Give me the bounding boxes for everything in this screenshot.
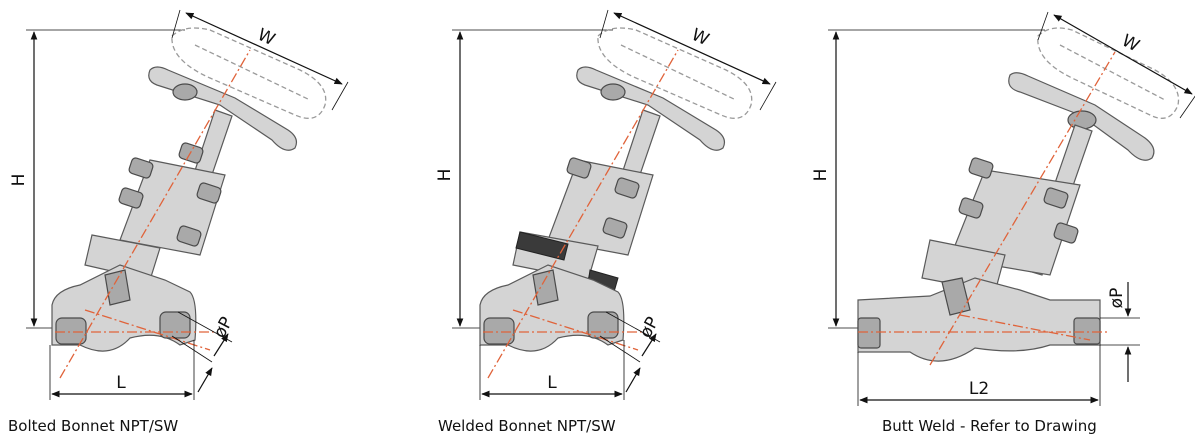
stem-centerline — [59, 49, 251, 379]
bonnet — [84, 142, 226, 281]
panel-butt-weld: H — [810, 0, 1195, 441]
welded-valve-drawing: H — [435, 9, 777, 400]
length-label: L — [116, 373, 126, 393]
length-label: L2 — [969, 379, 989, 399]
caption: Butt Weld - Refer to Drawing — [882, 417, 1097, 435]
height-label: H — [9, 174, 29, 187]
handwheel-dimension-line — [185, 12, 343, 85]
height-label: H — [435, 169, 455, 182]
handwheel-dimension-line — [1053, 14, 1193, 95]
weld-band-left — [515, 231, 569, 261]
bonnet — [512, 157, 654, 293]
valve-body — [857, 277, 1101, 362]
panel-welded-bonnet: H — [428, 0, 828, 441]
port-label: øP — [210, 314, 237, 342]
caption: Bolted Bonnet NPT/SW — [8, 417, 179, 435]
bonnet — [921, 157, 1081, 293]
buttweld-valve-drawing: H — [811, 11, 1195, 406]
port-label: øP — [636, 314, 663, 342]
port-label: øP — [1107, 288, 1127, 309]
handwheel — [576, 66, 726, 151]
caption: Welded Bonnet NPT/SW — [438, 417, 616, 435]
handwheel-label: W — [688, 25, 712, 50]
height-label: H — [811, 169, 831, 182]
handwheel — [148, 66, 298, 151]
stem-centerline — [487, 49, 679, 379]
handwheel-label: W — [254, 25, 278, 50]
bolted-valve-drawing: H — [9, 9, 349, 400]
handwheel-dimension-line — [613, 12, 771, 85]
length-label: L — [547, 373, 557, 393]
panel-bolted-bonnet: H — [0, 0, 400, 441]
stem-centerline — [929, 51, 1116, 366]
handwheel-label: W — [1118, 31, 1142, 57]
